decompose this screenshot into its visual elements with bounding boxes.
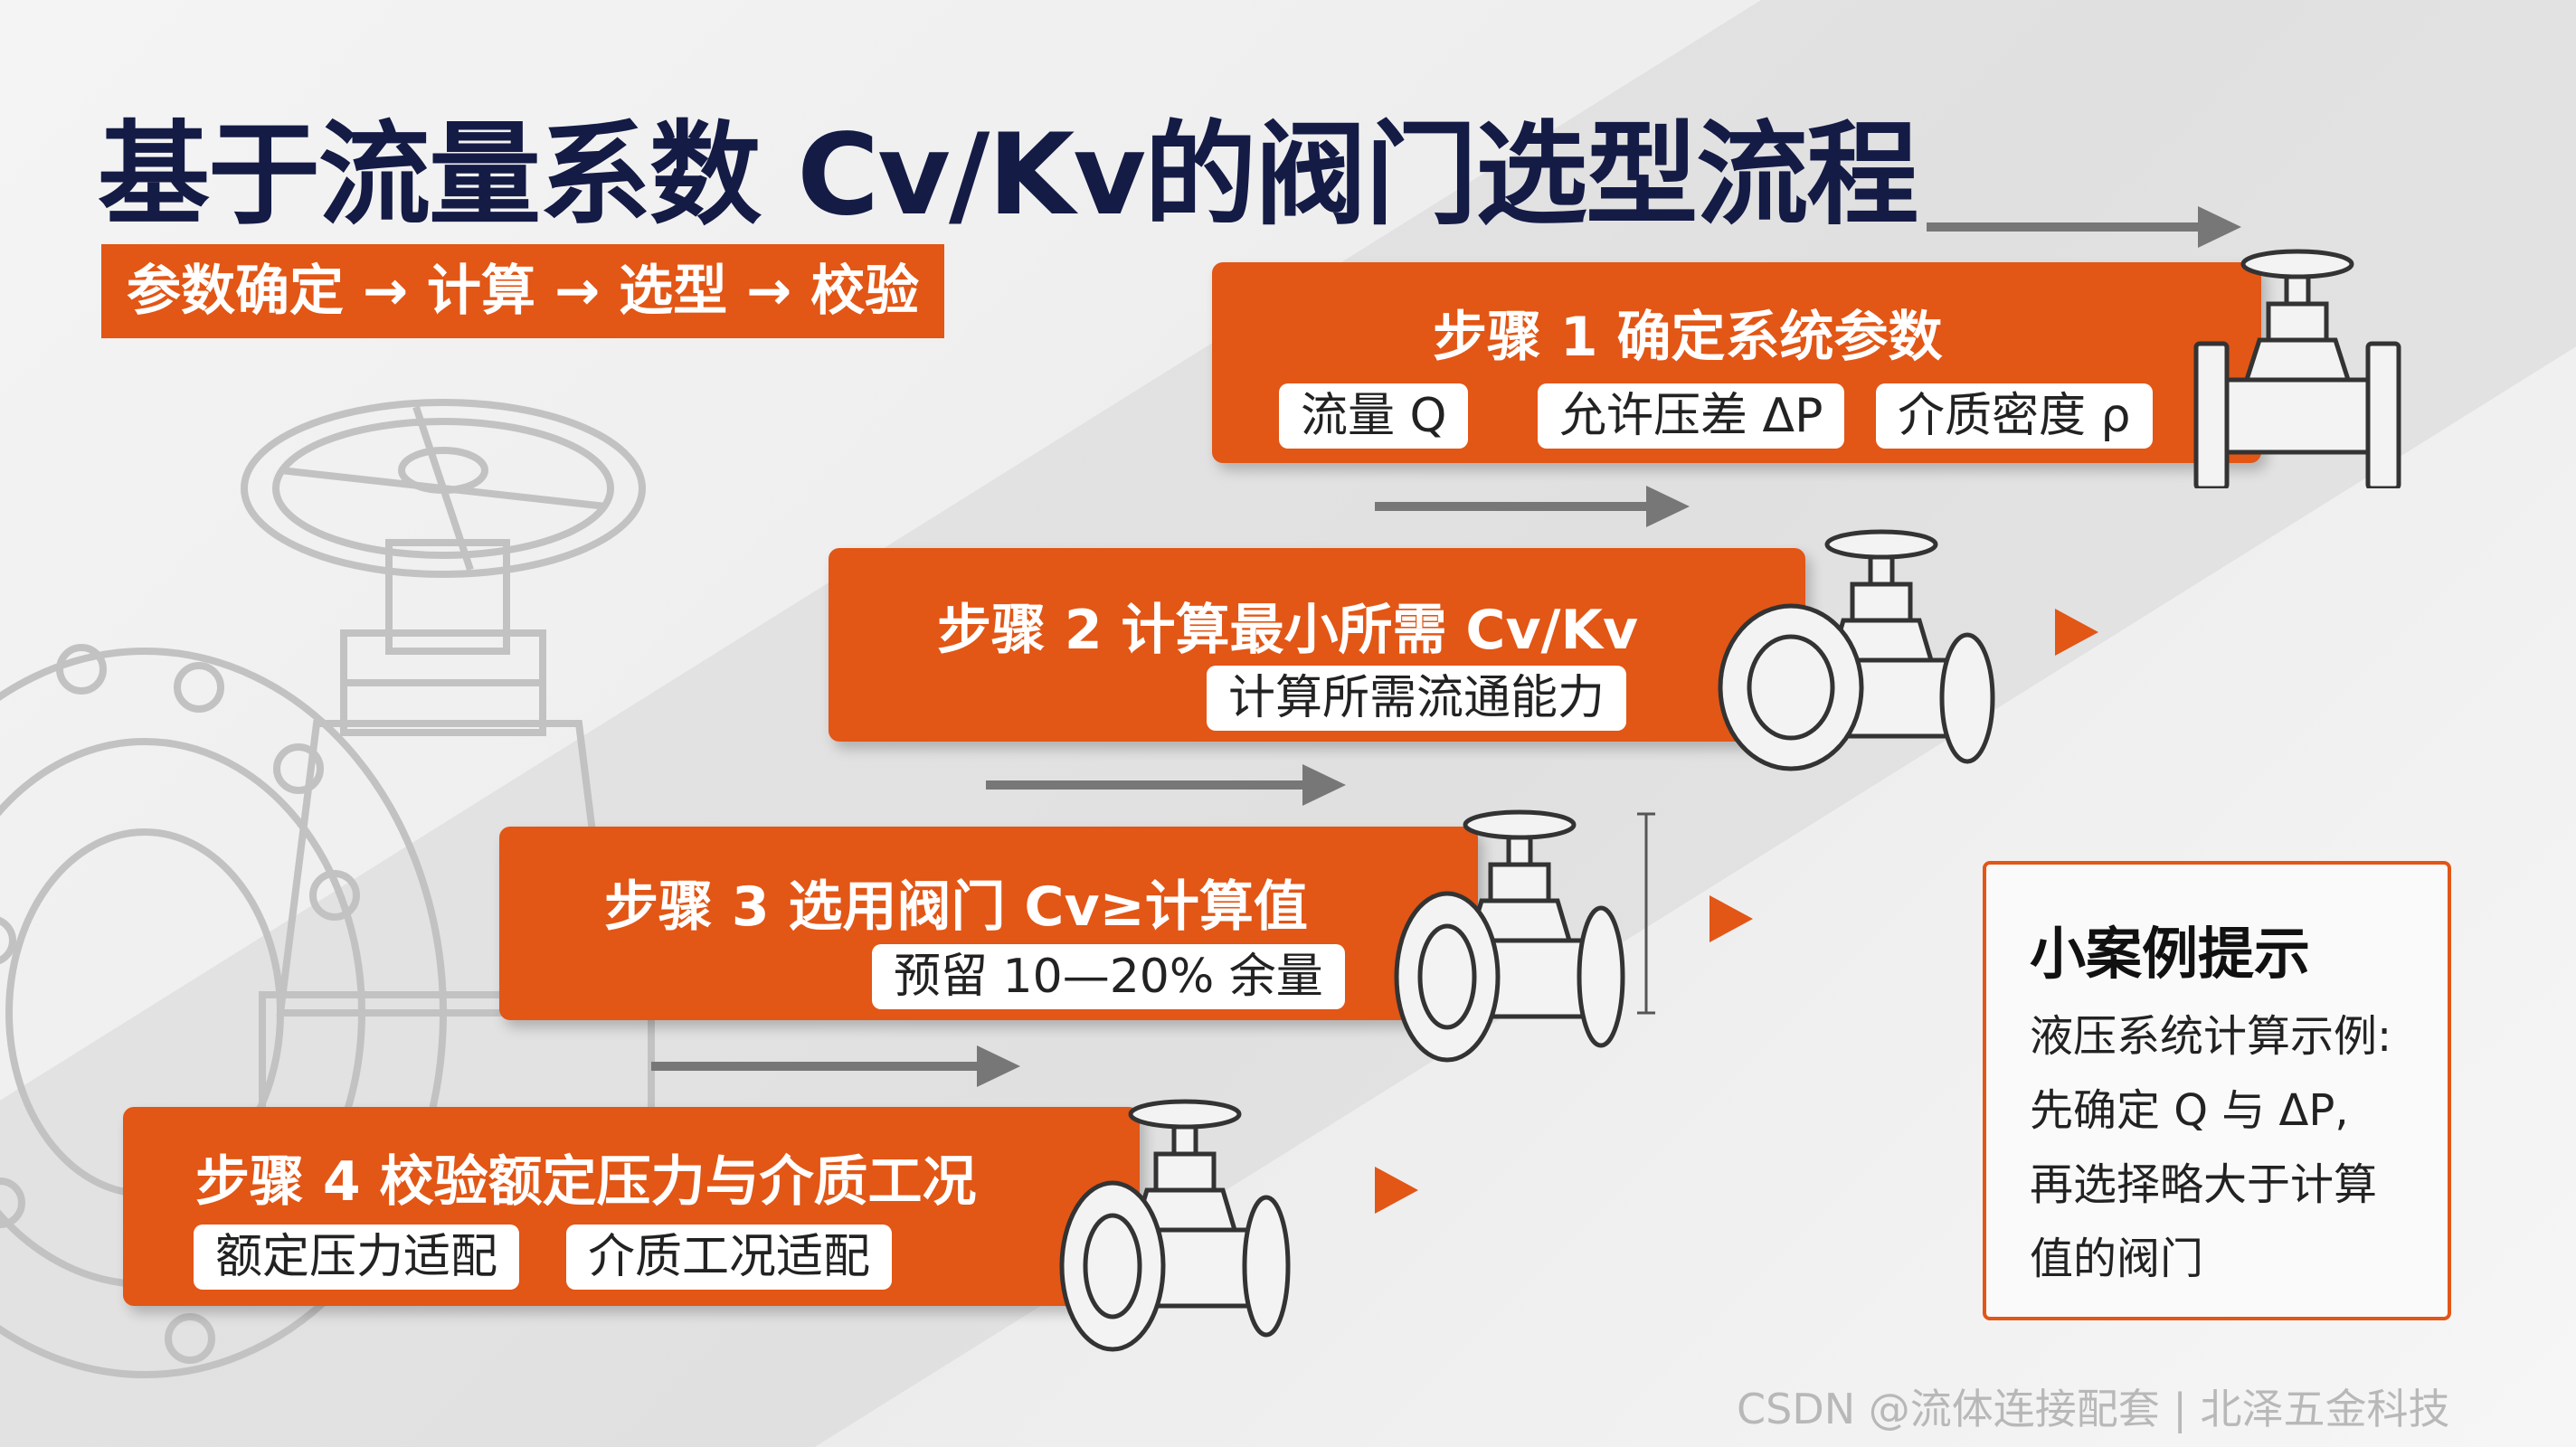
step-2-title: 步骤 2 计算最小所需 Cv/Kv <box>937 599 1639 662</box>
step-4-pill-pressure: 额定压力适配 <box>194 1225 520 1290</box>
step-1-card: 步骤 1 确定系统参数 流量 Q 允许压差 ΔP 介质密度 ρ <box>1212 262 2261 463</box>
step-3-pill-margin: 预留 10—20% 余量 <box>872 944 1345 1009</box>
arrow-right-icon <box>986 764 1346 806</box>
gate-valve-illustration <box>2193 249 2401 488</box>
step-1-pill-flow: 流量 Q <box>1279 383 1469 449</box>
step-2-pill-capacity: 计算所需流通能力 <box>1207 666 1627 731</box>
arrow-right-icon <box>1375 486 1690 527</box>
case-tip-line: 值的阀门 <box>2030 1234 2204 1284</box>
background-valve-sketch-icon <box>0 399 655 1378</box>
arrow-right-icon <box>651 1045 1020 1087</box>
case-tip-line: 先确定 Q 与 ΔP, <box>2030 1085 2349 1136</box>
play-triangle-icon <box>1375 1167 1418 1214</box>
flow-summary-tag: 参数确定 → 计算 → 选型 → 校验 <box>101 244 945 338</box>
step-4-card: 步骤 4 校验额定压力与介质工况 额定压力适配 介质工况适配 <box>123 1107 1140 1306</box>
case-tip-line: 液压系统计算示例: <box>2030 1011 2392 1062</box>
case-tip-line: 再选择略大于计算 <box>2030 1159 2378 1210</box>
step-1-pill-density: 介质密度 ρ <box>1876 383 2153 449</box>
case-tip-title: 小案例提示 <box>2030 921 2311 987</box>
gate-valve-illustration <box>1059 1099 1291 1352</box>
step-1-title: 步骤 1 确定系统参数 <box>1433 306 1943 369</box>
step-1-pill-pressure: 允许压差 ΔP <box>1538 383 1845 449</box>
arrow-right-icon <box>1927 206 2241 248</box>
play-triangle-icon <box>2055 609 2098 656</box>
step-4-pill-medium: 介质工况适配 <box>566 1225 893 1290</box>
step-3-card: 步骤 3 选用阀门 Cv≥计算值 预留 10—20% 余量 <box>499 827 1478 1020</box>
step-3-title: 步骤 3 选用阀门 Cv≥计算值 <box>604 875 1308 939</box>
page-title: 基于流量系数 Cv/Kv的阀门选型流程 <box>98 110 1918 241</box>
gate-valve-illustration <box>1394 809 1655 1063</box>
case-tip-box: 小案例提示 液压系统计算示例: 先确定 Q 与 ΔP, 再选择略大于计算 值的阀… <box>1983 861 2451 1320</box>
play-triangle-icon <box>1709 895 1753 942</box>
step-2-card: 步骤 2 计算最小所需 Cv/Kv 计算所需流通能力 <box>829 548 1805 742</box>
gate-valve-illustration <box>1718 529 1995 771</box>
watermark: CSDN @流体连接配套 | 北泽五金科技 <box>1737 1385 2450 1433</box>
step-4-title: 步骤 4 校验额定压力与介质工况 <box>195 1150 977 1214</box>
